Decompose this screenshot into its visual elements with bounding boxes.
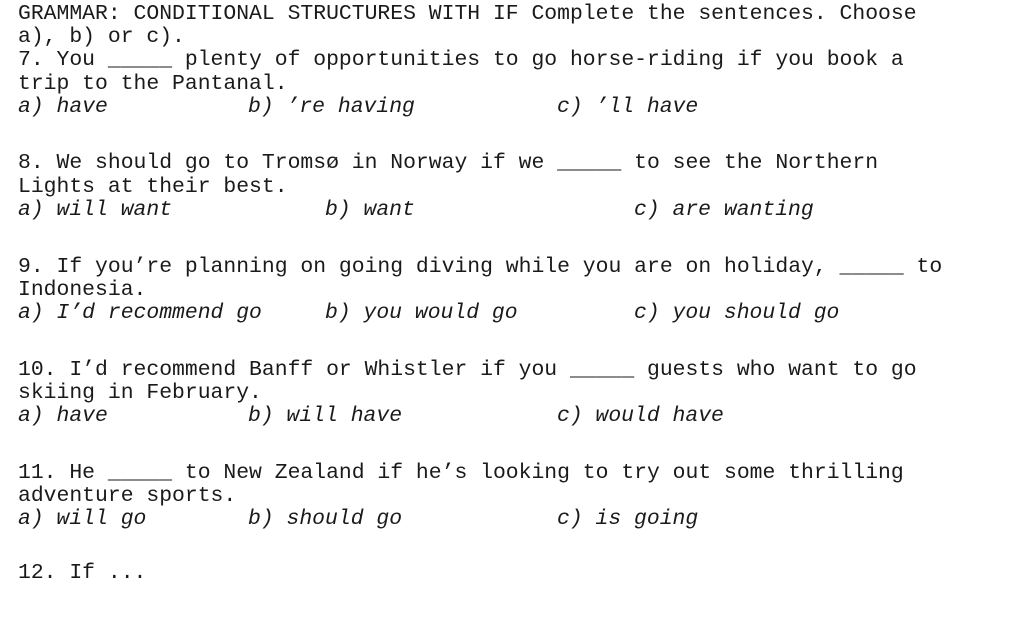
answer-options: a) I’d recommend go b) you would go c) y…: [18, 300, 1018, 325]
answer-options: a) will want b) want c) are wanting: [18, 197, 1018, 222]
answer-options: a) have b) will have c) would have: [18, 403, 1018, 428]
question-8: 8. We should go to Tromsø in Norway if w…: [18, 152, 1018, 222]
question-text-line-2: adventure sports.: [18, 483, 237, 508]
question-text-line-1: 11. He _____ to New Zealand if he’s look…: [18, 460, 904, 485]
option-b: b) you would go: [325, 300, 518, 325]
question-7: 7. You _____ plenty of opportunities to …: [18, 49, 1018, 119]
option-a: a) will go: [18, 507, 147, 531]
question-text-line-2: trip to the Pantanal.: [18, 71, 288, 96]
option-c: c) ’ll have: [557, 94, 699, 119]
question-11: 11. He _____ to New Zealand if he’s look…: [18, 460, 1018, 532]
option-c: c) would have: [557, 403, 724, 428]
option-a: a) I’d recommend go: [18, 300, 262, 325]
option-b: b) want: [325, 197, 415, 222]
option-a: a) have: [18, 94, 108, 119]
option-c: c) is going: [557, 507, 699, 531]
instructions-line-1: GRAMMAR: CONDITIONAL STRUCTURES WITH IF …: [18, 2, 917, 26]
option-a: a) have: [18, 403, 108, 428]
option-b: b) will have: [248, 403, 403, 428]
instructions-line-2: a), b) or c).: [18, 25, 185, 50]
question-text-line-2: Lights at their best.: [18, 174, 288, 199]
question-9: 9. If you’re planning on going diving wh…: [18, 254, 1018, 326]
question-text-line-1: 8. We should go to Tromsø in Norway if w…: [18, 151, 879, 176]
option-c: c) are wanting: [634, 197, 814, 222]
question-10: 10. I’d recommend Banff or Whistler if y…: [18, 357, 1018, 429]
option-c: c) you should go: [634, 300, 840, 325]
option-b: b) ’re having: [248, 94, 415, 119]
answer-options: a) have b) ’re having c) ’ll have: [18, 94, 1018, 119]
worksheet-page: GRAMMAR: CONDITIONAL STRUCTURES WITH IF …: [18, 2, 1018, 532]
question-text-line-2: Indonesia.: [18, 277, 147, 302]
option-b: b) should go: [248, 507, 403, 531]
question-text-line-2: skiing in February.: [18, 380, 262, 405]
option-a: a) will want: [18, 197, 173, 222]
question-text-line-1: 7. You _____ plenty of opportunities to …: [18, 48, 904, 73]
question-text-line-1: 10. I’d recommend Banff or Whistler if y…: [18, 357, 917, 382]
question-text-line-1: 9. If you’re planning on going diving wh…: [18, 254, 943, 279]
instructions: GRAMMAR: CONDITIONAL STRUCTURES WITH IF …: [18, 2, 1018, 50]
answer-options: a) will go b) should go c) is going: [18, 507, 1018, 531]
